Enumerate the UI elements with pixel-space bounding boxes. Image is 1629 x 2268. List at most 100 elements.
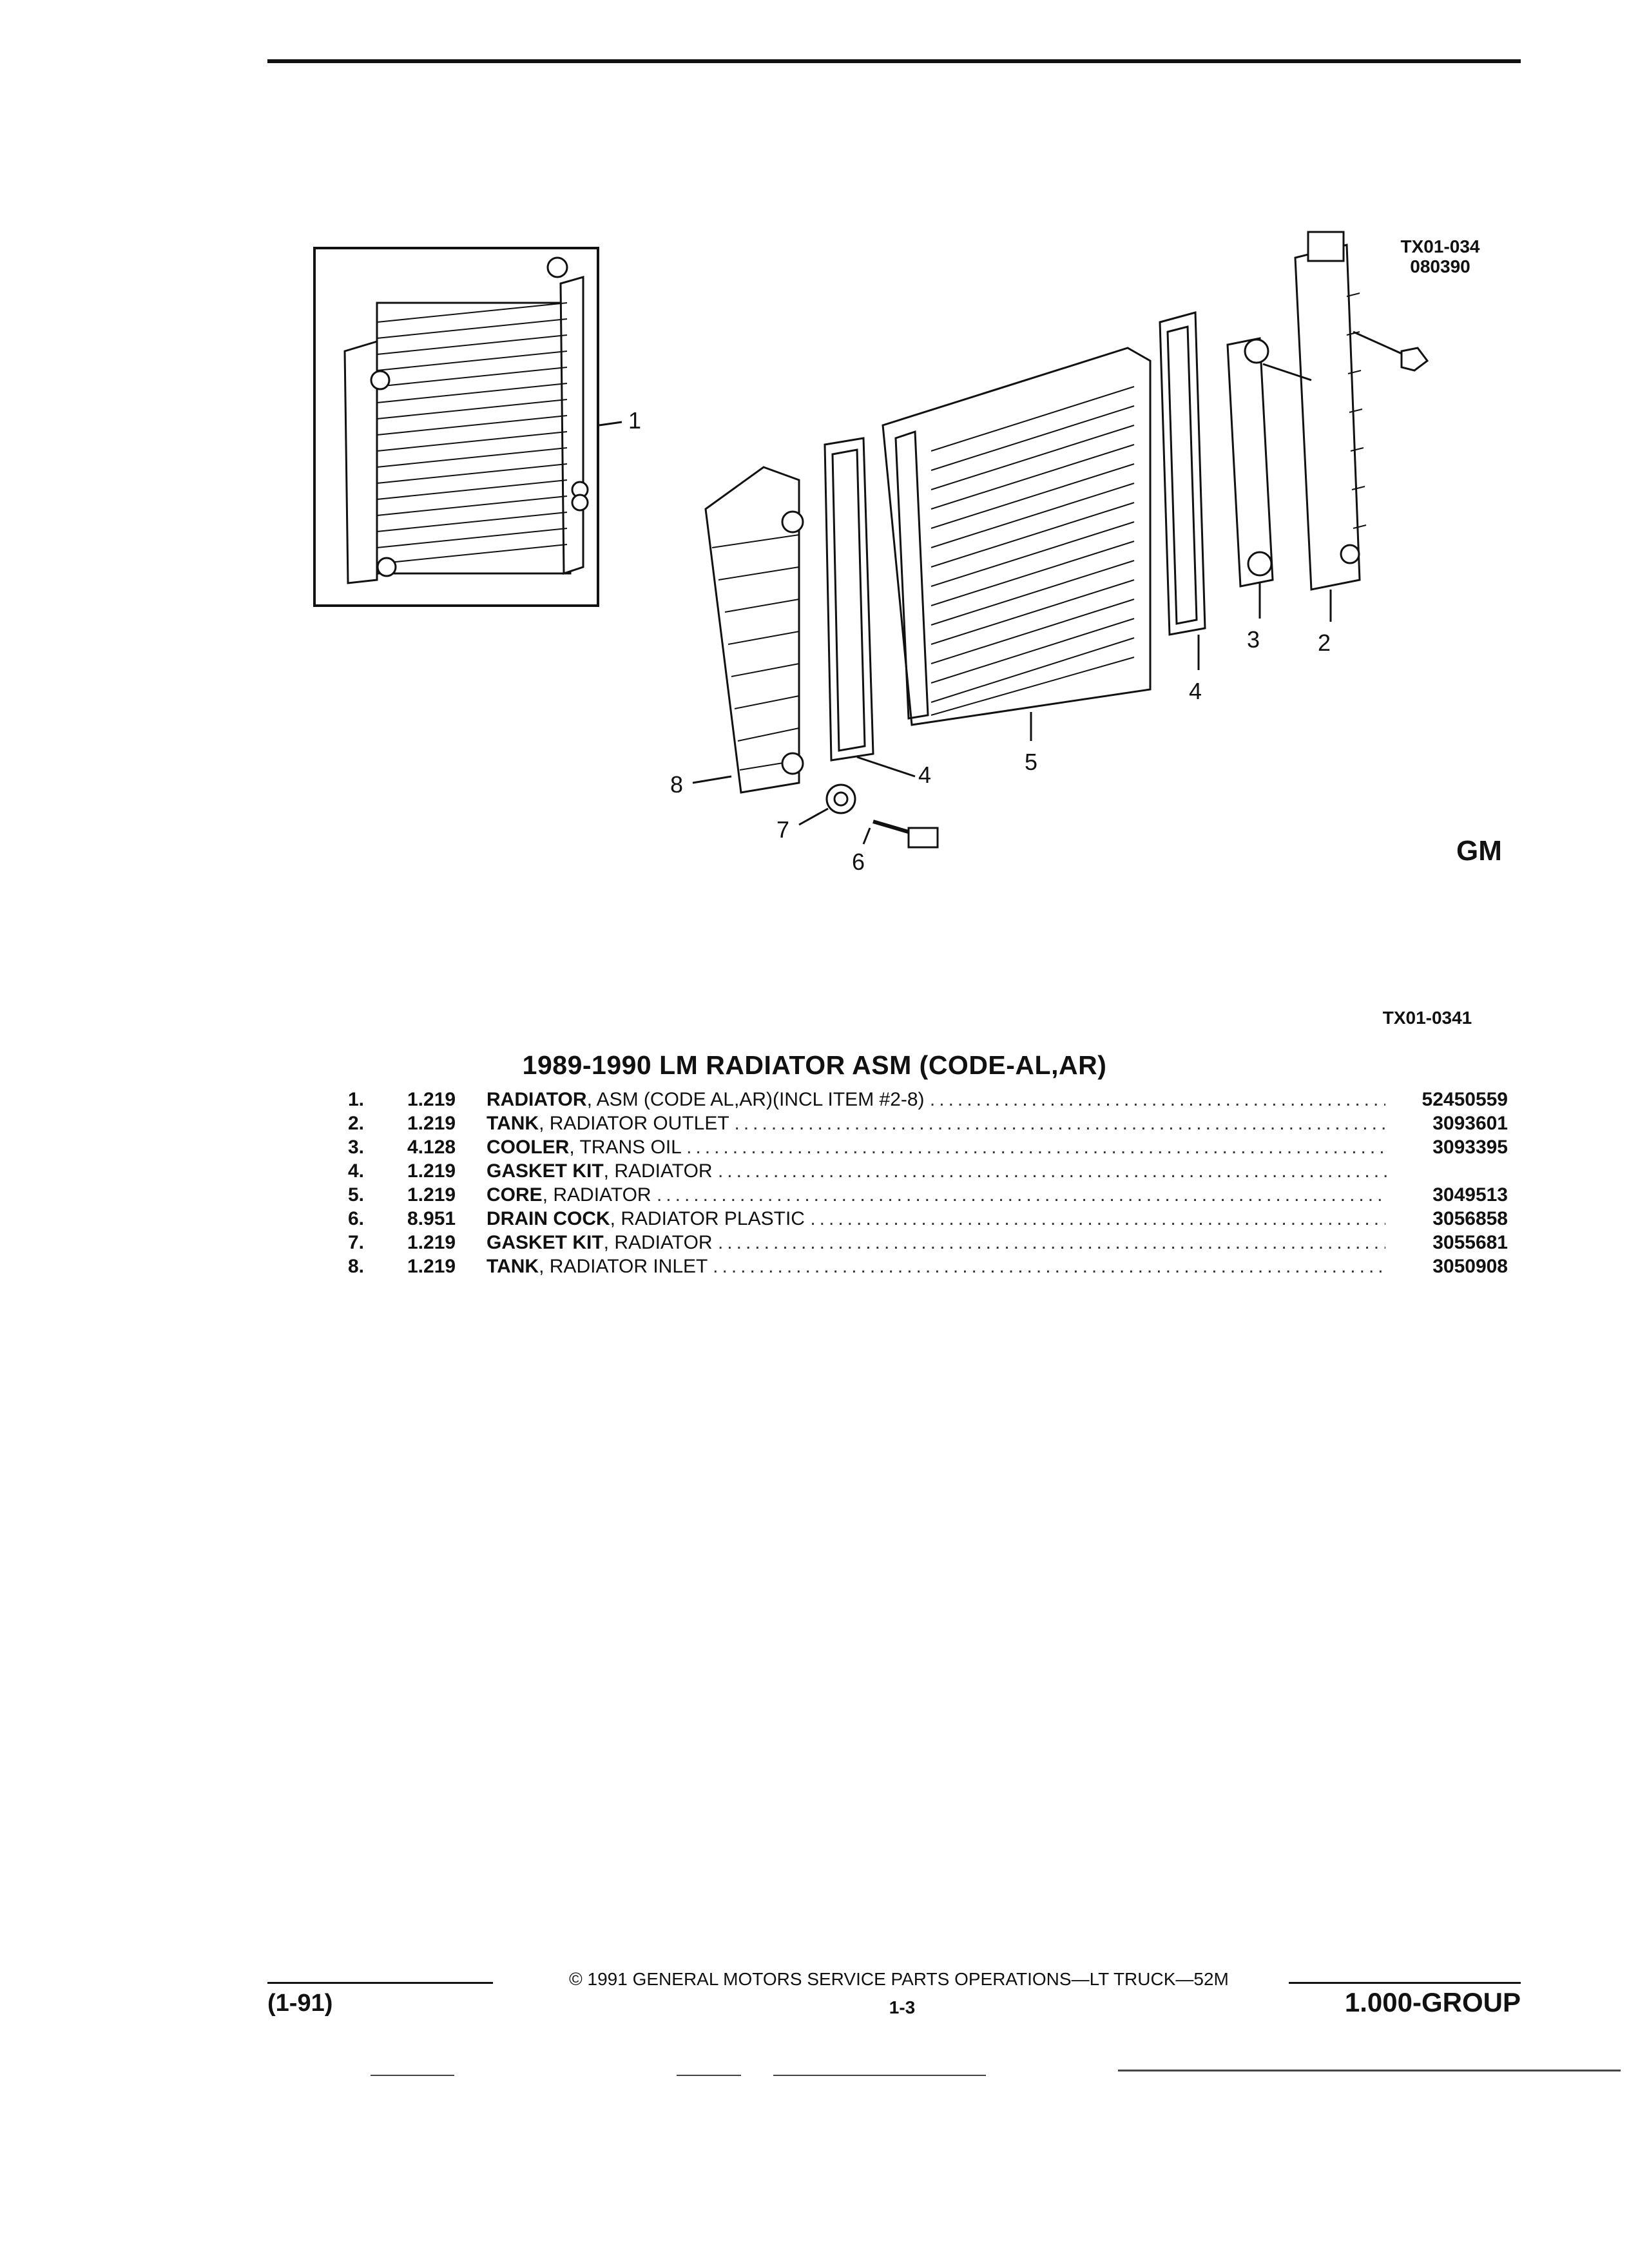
item-number: 5. — [348, 1184, 365, 1206]
part-number: 3093395 — [1385, 1137, 1508, 1158]
callout-leader-8 — [692, 775, 732, 784]
group-ref: 1.219 — [407, 1184, 456, 1206]
part-detail: , RADIATOR PLASTIC — [610, 1208, 805, 1229]
footer-group: 1.000-GROUP — [1344, 1987, 1521, 2017]
callout-1: 1 — [628, 407, 641, 434]
part-detail: , RADIATOR OUTLET — [539, 1113, 729, 1134]
part-2-outlet-tank — [1262, 231, 1429, 591]
leader-dots: ........................................… — [717, 1160, 1389, 1182]
gm-mark: GM — [1456, 835, 1502, 867]
figure-code-line-2: 080390 — [1410, 256, 1470, 276]
callout-5: 5 — [1025, 749, 1037, 775]
part-detail: , TRANS OIL — [569, 1137, 681, 1158]
parts-list-row: 5. 1.219 CORE, RADIATOR ................… — [348, 1184, 1508, 1208]
part-name: GASKET KIT — [487, 1232, 604, 1253]
parts-list-row: 8. 1.219 TANK, RADIATOR INLET ..........… — [348, 1256, 1508, 1280]
leader-dots: ........................................… — [713, 1256, 1389, 1277]
item-number: 2. — [348, 1113, 365, 1134]
item-number: 1. — [348, 1089, 365, 1110]
callout-4b: 4 — [1189, 678, 1202, 704]
callout-8: 8 — [670, 771, 683, 798]
footer-rule-left — [267, 1982, 493, 1984]
callout-leader-1 — [599, 421, 622, 427]
part-description: CORE, RADIATOR .........................… — [487, 1184, 1389, 1206]
part-description: GASKET KIT, RADIATOR ...................… — [487, 1232, 1389, 1254]
part-4-gasket-left — [824, 437, 874, 762]
part-number: 52450559 — [1385, 1089, 1508, 1111]
part-description: COOLER, TRANS OIL ......................… — [487, 1137, 1389, 1158]
group-ref: 1.219 — [407, 1160, 456, 1182]
part-name: COOLER — [487, 1137, 570, 1158]
part-detail: , ASM (CODE AL,AR)(INCL ITEM #2-8) — [586, 1089, 925, 1110]
radiator-exploded-view: 1 2 3 4 4 5 6 7 8 GM — [313, 231, 1502, 875]
item-number: 7. — [348, 1232, 365, 1253]
part-description: TANK, RADIATOR INLET ...................… — [487, 1256, 1389, 1278]
scan-line — [677, 2075, 741, 2076]
part-name: DRAIN COCK — [487, 1208, 610, 1229]
part-description: GASKET KIT, RADIATOR ...................… — [487, 1160, 1389, 1182]
part-name: CORE — [487, 1184, 543, 1206]
part-detail: , RADIATOR INLET — [539, 1256, 708, 1277]
assembled-radiator — [343, 256, 589, 584]
section-title: 1989-1990 LM RADIATOR ASM (CODE-AL,AR) — [522, 1050, 1107, 1080]
group-ref: 8.951 — [407, 1208, 456, 1229]
part-5-radiator-core — [882, 347, 1152, 726]
part-4-gasket-right — [1159, 311, 1206, 636]
group-ref: 1.219 — [407, 1089, 456, 1110]
part-number: 3055681 — [1385, 1232, 1508, 1254]
leader-dots: ........................................… — [656, 1184, 1389, 1206]
scan-line — [773, 2075, 986, 2076]
leader-dots: ........................................… — [810, 1208, 1389, 1229]
parts-list-row: 6. 8.951 DRAIN COCK, RADIATOR PLASTIC ..… — [348, 1208, 1508, 1232]
figure-code-top: TX01-034 080390 — [1373, 236, 1508, 277]
part-number: 3049513 — [1385, 1184, 1508, 1206]
footer-date-code: (1-91) — [267, 1990, 333, 2017]
callout-2: 2 — [1318, 629, 1331, 656]
part-name: GASKET KIT — [487, 1160, 604, 1182]
parts-list-row: 4. 1.219 GASKET KIT, RADIATOR ..........… — [348, 1160, 1508, 1184]
part-3-trans-oil-cooler — [1226, 337, 1274, 588]
part-detail: , RADIATOR — [603, 1160, 713, 1182]
part-name: RADIATOR — [487, 1089, 587, 1110]
callout-7: 7 — [776, 816, 789, 843]
part-8-inlet-tank — [704, 466, 804, 794]
figure-code-bottom: TX01-0341 — [1382, 1008, 1472, 1028]
figure-code-line-1: TX01-034 — [1400, 236, 1480, 256]
group-ref: 1.219 — [407, 1113, 456, 1134]
part-number: 3093601 — [1385, 1113, 1508, 1135]
item-number: 4. — [348, 1160, 365, 1182]
group-ref: 1.219 — [407, 1232, 456, 1253]
callout-4a: 4 — [918, 762, 931, 788]
part-name: TANK — [487, 1256, 539, 1277]
parts-list-row: 3. 4.128 COOLER, TRANS OIL .............… — [348, 1137, 1508, 1160]
footer-copyright: © 1991 GENERAL MOTORS SERVICE PARTS OPER… — [569, 1969, 1229, 1989]
part-detail: , RADIATOR — [603, 1232, 713, 1253]
scan-line — [371, 2075, 454, 2076]
callout-leader-4a — [856, 756, 916, 778]
footer-page-number: 1-3 — [889, 1997, 916, 2017]
part-number: 3050908 — [1385, 1256, 1508, 1278]
part-description: TANK, RADIATOR OUTLET ..................… — [487, 1113, 1389, 1135]
parts-list-row: 1. 1.219 RADIATOR, ASM (CODE AL,AR)(INCL… — [348, 1089, 1508, 1113]
callout-leader-6 — [862, 827, 871, 845]
part-7-gasket-kit — [825, 783, 856, 814]
callout-6: 6 — [852, 849, 865, 875]
callout-3: 3 — [1247, 626, 1260, 653]
leader-dots: ........................................… — [686, 1137, 1389, 1158]
item-number: 8. — [348, 1256, 365, 1277]
group-ref: 4.128 — [407, 1137, 456, 1158]
footer-rule-right — [1289, 1982, 1521, 1984]
parts-list-row: 7. 1.219 GASKET KIT, RADIATOR ..........… — [348, 1232, 1508, 1256]
inset-frame — [313, 247, 599, 607]
group-ref: 1.219 — [407, 1256, 456, 1277]
part-6-drain-cock — [872, 820, 939, 849]
item-number: 3. — [348, 1137, 365, 1158]
item-number: 6. — [348, 1208, 365, 1229]
leader-dots: ........................................… — [929, 1089, 1389, 1110]
part-description: RADIATOR, ASM (CODE AL,AR)(INCL ITEM #2-… — [487, 1089, 1389, 1111]
header-rule — [267, 59, 1521, 63]
part-detail: , RADIATOR — [542, 1184, 651, 1206]
callout-leader-7 — [798, 807, 829, 826]
parts-list: 1. 1.219 RADIATOR, ASM (CODE AL,AR)(INCL… — [348, 1089, 1508, 1280]
leader-dots: ........................................… — [734, 1113, 1389, 1134]
